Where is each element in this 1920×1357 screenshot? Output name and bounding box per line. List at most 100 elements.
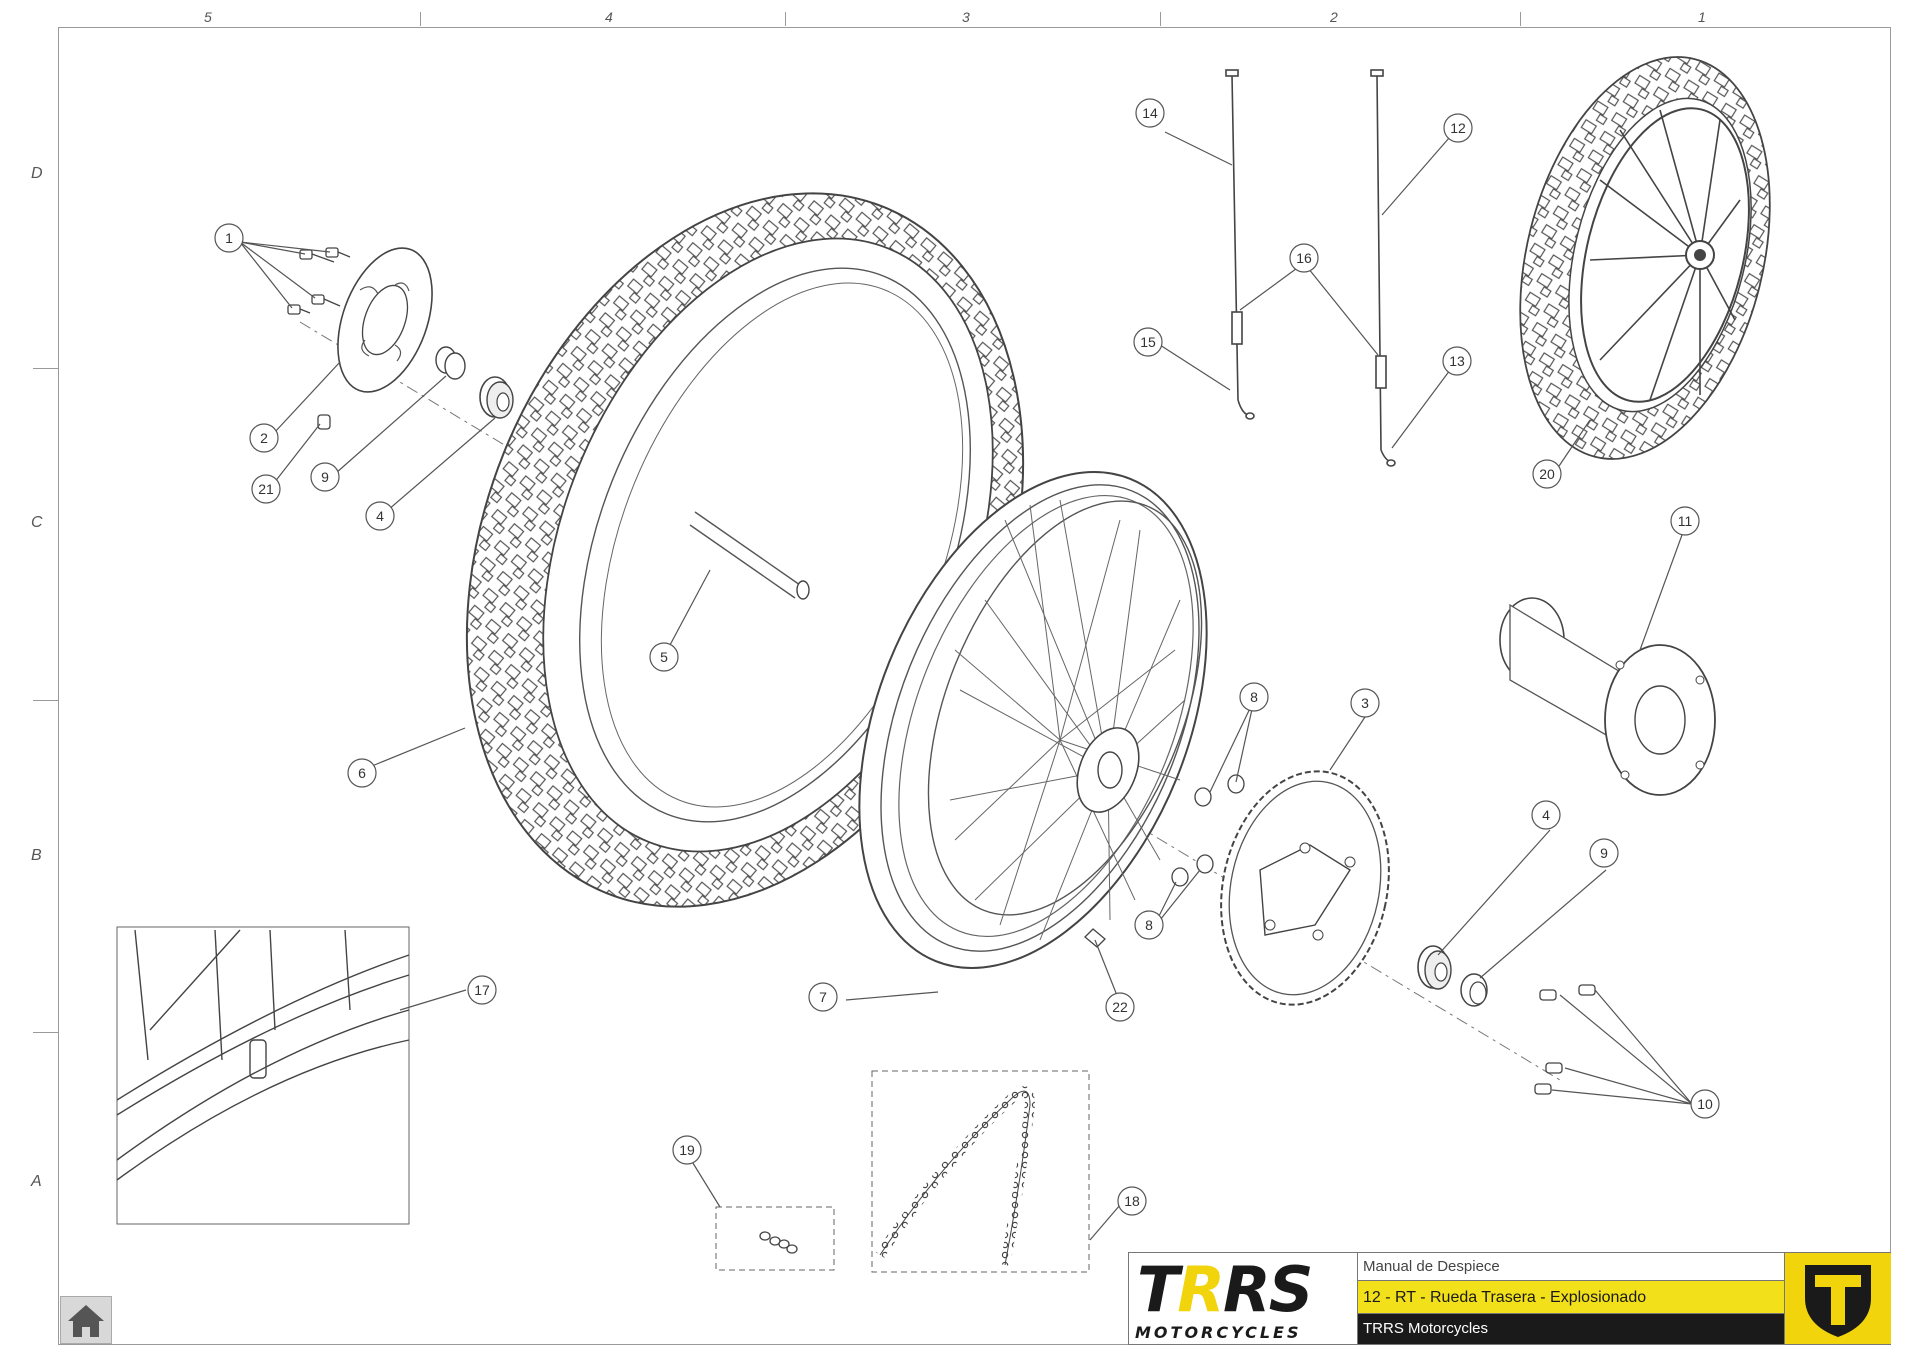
callout-4: 4 [1531, 800, 1561, 830]
callout-number: 19 [679, 1142, 695, 1158]
callout-22: 22 [1105, 992, 1135, 1022]
callout-number: 10 [1697, 1096, 1713, 1112]
inner-tube-part [689, 511, 810, 600]
callout-11: 11 [1670, 506, 1700, 536]
callout-4: 4 [365, 501, 395, 531]
grid-divider [1160, 12, 1161, 26]
callout-number: 20 [1539, 466, 1555, 482]
callout-2: 2 [249, 423, 279, 453]
callout-18: 18 [1117, 1186, 1147, 1216]
callout-number: 9 [1600, 845, 1608, 861]
grid-row-label: A [31, 1173, 42, 1190]
callout-number: 4 [376, 508, 384, 524]
grid-row-label: B [31, 847, 42, 864]
callout-number: 22 [1112, 999, 1128, 1015]
grid-divider [33, 700, 58, 701]
callout-9: 9 [310, 462, 340, 492]
grid-column-label: 4 [605, 9, 613, 25]
disc-bolts-part [287, 247, 351, 315]
callout-14: 14 [1135, 98, 1165, 128]
document-type: Manual de Despiece [1358, 1253, 1784, 1281]
callout-1: 1 [214, 223, 244, 253]
washer-part [317, 414, 331, 430]
brake-disc-part [337, 247, 433, 393]
callout-10: 10 [1690, 1089, 1720, 1119]
callout-number: 4 [1542, 807, 1550, 823]
callout-6: 6 [347, 758, 377, 788]
grid-row-label: C [31, 514, 43, 531]
rim-spoke-wheel-part [858, 471, 1208, 969]
spoke-long-part [1225, 69, 1255, 420]
callout-17: 17 [467, 975, 497, 1005]
callout-number: 5 [660, 649, 668, 665]
bearing-left-part [479, 376, 514, 419]
callout-8: 8 [1239, 682, 1269, 712]
grid-column-label: 2 [1330, 9, 1338, 25]
trrs-shield-icon [1784, 1253, 1891, 1344]
callout-number: 11 [1678, 513, 1693, 529]
grid-column-label: 5 [204, 9, 212, 25]
callout-13: 13 [1442, 346, 1472, 376]
grid-divider [33, 1032, 58, 1033]
spacer-right-part [1460, 973, 1488, 1007]
callout-12: 12 [1443, 113, 1473, 143]
callout-15: 15 [1133, 327, 1163, 357]
callout-number: 18 [1124, 1193, 1140, 1209]
sprocket-part [1220, 770, 1390, 1006]
callout-number: 8 [1145, 917, 1153, 933]
grid-column-label: 1 [1698, 9, 1706, 25]
callout-number: 1 [225, 230, 233, 246]
callout-number: 17 [474, 982, 490, 998]
callout-19: 19 [672, 1135, 702, 1165]
valve-detail-view [116, 926, 410, 1225]
grid-divider [1520, 12, 1521, 26]
drawing-frame [58, 27, 1891, 1345]
logo-wordmark-text: TRRS [1137, 1253, 1313, 1326]
callout-7: 7 [808, 982, 838, 1012]
spacer-left-part [435, 346, 466, 380]
logo-accent-letter: R [1177, 1253, 1225, 1326]
drawing-title: 12 - RT - Rueda Trasera - Explosionado [1358, 1281, 1784, 1314]
trrs-logo: TRRS MOTORCYCLES [1129, 1253, 1358, 1344]
grid-divider [785, 12, 786, 26]
grid-column-label: 3 [962, 9, 970, 25]
sprocket-bolts-part [1534, 984, 1596, 1095]
callout-20: 20 [1532, 459, 1562, 489]
spoke-short-part [1370, 69, 1396, 467]
home-button[interactable] [60, 1296, 112, 1344]
logo-subtitle: MOTORCYCLES [1135, 1323, 1302, 1342]
grid-row-label: D [31, 165, 43, 182]
rim-label-part [1084, 928, 1106, 948]
callout-number: 2 [260, 430, 268, 446]
leader-lines [239, 129, 1693, 1241]
callout-number: 16 [1296, 250, 1312, 266]
logo-wordmark: TRRS [1137, 1259, 1313, 1321]
callout-number: 12 [1450, 120, 1466, 136]
callout-number: 14 [1142, 105, 1158, 121]
callout-21: 21 [251, 474, 281, 504]
callout-number: 13 [1449, 353, 1465, 369]
grid-divider [420, 12, 421, 26]
hub-part [1499, 597, 1716, 796]
home-icon [68, 1305, 104, 1337]
callout-number: 21 [258, 481, 274, 497]
callout-number: 6 [358, 765, 366, 781]
callout-number: 9 [321, 469, 329, 485]
callout-number: 3 [1361, 695, 1369, 711]
title-block: TRRS MOTORCYCLES Manual de Despiece 12 -… [1128, 1252, 1891, 1345]
assembled-wheel-part [1519, 56, 1771, 460]
callout-8: 8 [1134, 910, 1164, 940]
callout-3: 3 [1350, 688, 1380, 718]
callout-16: 16 [1289, 243, 1319, 273]
company-name: TRRS Motorcycles [1358, 1314, 1784, 1344]
callout-number: 15 [1140, 334, 1156, 350]
master-link-part [715, 1206, 835, 1271]
callout-number: 8 [1250, 689, 1258, 705]
spacer-nuts-part [1171, 774, 1245, 887]
callout-5: 5 [649, 642, 679, 672]
callout-9: 9 [1589, 838, 1619, 868]
chain-part [871, 1070, 1090, 1273]
grid-divider [33, 368, 58, 369]
bearing-right-part [1417, 945, 1452, 990]
